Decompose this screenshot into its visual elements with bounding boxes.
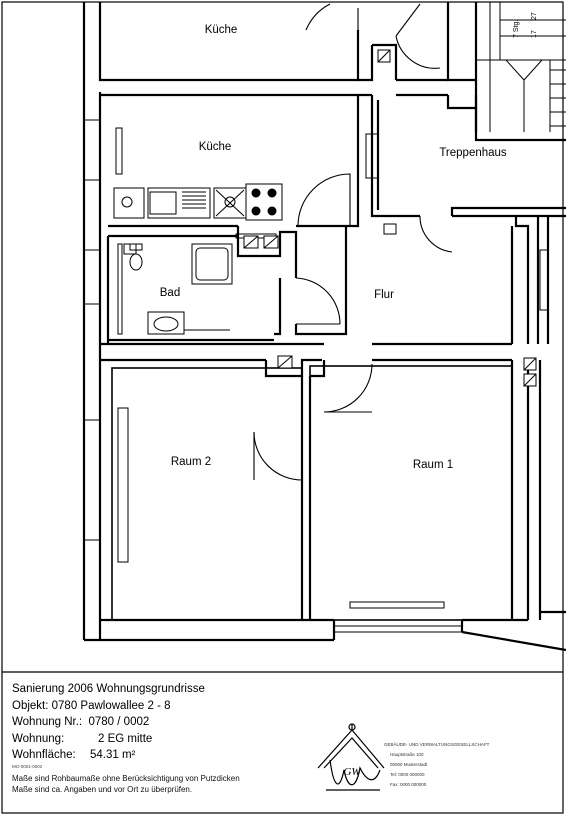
wohnung-label: Wohnung:: [12, 732, 65, 745]
kitchen-fixtures: [113, 183, 283, 221]
title-block: Sanierung 2006 Wohnungsgrundrisse Objekt…: [12, 681, 312, 795]
room-label-kueche: Küche: [199, 141, 232, 153]
company-street: Hauptstraße 100: [390, 752, 424, 757]
title-line-2: Objekt: 0780 Pawlowallee 2 - 8: [12, 699, 171, 712]
room-label-bad: Bad: [160, 287, 180, 299]
company-city: 00000 Musterstadt: [390, 762, 428, 767]
title-line-5: Wohnfläche: 54.31 m²: [12, 747, 312, 764]
stove-burners: [251, 188, 277, 216]
title-line-4: Wohnung: 2 EG mitte: [12, 731, 312, 748]
company-phone: Tel: 0000 000000: [390, 772, 425, 777]
stair-riser-label: 17: [531, 30, 538, 38]
company-name: GEBÄUDE- UND VERWALTUNGSGESELLSCHAFT: [384, 742, 490, 747]
window-raum1: [333, 601, 463, 633]
company-logo: GW: [317, 723, 385, 791]
wohnung-value: 2 EG mitte: [98, 732, 153, 745]
title-line-1: Sanierung 2006 Wohnungsgrundrisse: [12, 683, 205, 695]
room-label-kueche-upper: Küche: [205, 24, 238, 36]
title-line-3: Wohnung Nr.: 0780 / 0002: [12, 714, 312, 731]
shafts: [243, 49, 537, 387]
note-1: Maße sind Rohbaumaße ohne Berücksichtigu…: [12, 773, 240, 783]
stair-steps-label: 7 Stg.: [513, 20, 520, 38]
windows-left: [83, 119, 549, 563]
wohnflaeche-value: 54.31 m²: [90, 749, 136, 761]
stairs: [476, 2, 566, 132]
stair-tread-label: 27: [531, 12, 538, 20]
company-logo-text: GW: [343, 766, 361, 778]
walls: [82, 2, 566, 652]
wohnung-nr-value: 0780 / 0002: [88, 716, 150, 728]
room-label-raum1: Raum 1: [413, 459, 453, 471]
note-2: Maße sind ca. Angaben und vor Ort zu übe…: [12, 784, 193, 794]
drawing-code: MO-0001-0002: [12, 763, 43, 769]
wohnflaeche-label: Wohnfläche:: [12, 749, 76, 761]
room-label-flur: Flur: [374, 289, 394, 301]
doors: [253, 3, 453, 481]
wohnung-nr-label: Wohnung Nr.:: [12, 716, 83, 728]
room-label-treppenhaus: Treppenhaus: [439, 147, 507, 159]
company-info: GEBÄUDE- UND VERWALTUNGSGESELLSCHAFT Hau…: [384, 740, 554, 790]
bathroom-fixtures: [117, 233, 277, 335]
company-fax: Fax: 0000 000000: [390, 782, 427, 787]
room-label-raum2: Raum 2: [171, 456, 211, 468]
